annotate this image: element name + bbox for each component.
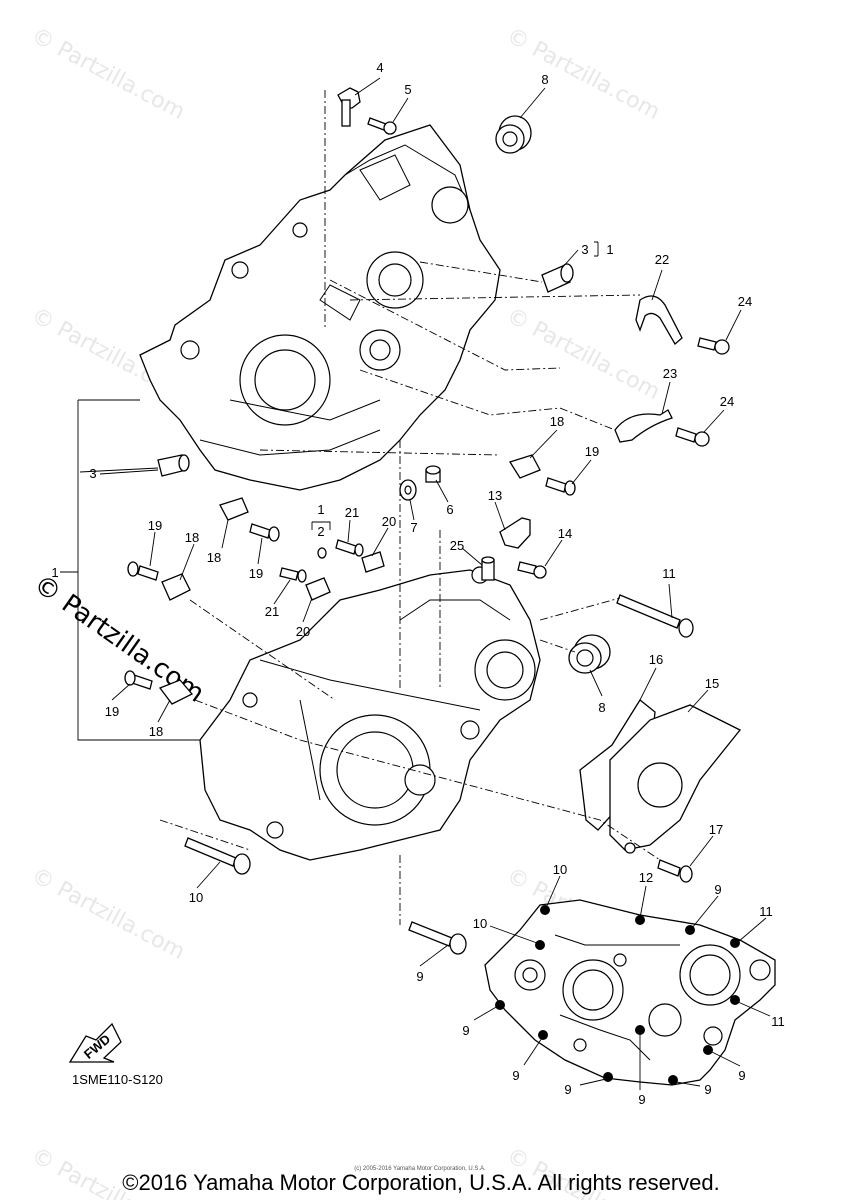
callout-18: 18 (185, 530, 199, 545)
part-18-plate-a (509, 454, 541, 479)
callout-20: 20 (296, 624, 310, 639)
callout-9: 9 (416, 969, 423, 984)
watermark: © Partzilla.com (27, 863, 189, 965)
callout-9: 9 (638, 1092, 645, 1107)
callout-22: 22 (655, 252, 669, 267)
callout-24: 24 (720, 394, 734, 409)
callout-10: 10 (553, 862, 567, 877)
part-17-bolt (657, 859, 693, 883)
callout-12: 12 (639, 870, 653, 885)
part-5-bolt (367, 117, 397, 135)
callout-14: 14 (558, 526, 572, 541)
callout-labels: 4 5 8 3 1 22 24 23 24 18 19 3 1 6 7 13 1… (51, 60, 784, 1107)
callout-6: 6 (446, 502, 453, 517)
callout-2: 2 (317, 524, 324, 539)
part-21-bolt-b (279, 567, 307, 583)
part-19-bolt-d (124, 670, 153, 690)
callout-17: 17 (709, 822, 723, 837)
part-6-plug (425, 465, 441, 483)
part-18-plate-d (158, 679, 194, 705)
part-18-plate-b (219, 497, 249, 521)
part-18-plate-c (161, 573, 191, 601)
small-copyright: (c) 2005-2016 Yamaha Motor Corporation, … (354, 1166, 486, 1172)
part-19-bolt-a (545, 477, 576, 496)
callout-18: 18 (149, 724, 163, 739)
callout-7: 7 (410, 520, 417, 535)
part-11-long-bolt (616, 594, 694, 638)
callout-9: 9 (564, 1082, 571, 1097)
callout-15: 15 (705, 676, 719, 691)
callout-18: 18 (550, 414, 564, 429)
callout-23: 23 (663, 366, 677, 381)
leader-lines (99, 77, 771, 1090)
part-7-gasket (399, 479, 417, 501)
part-15-cover (609, 704, 742, 854)
fwd-arrow: FWD (68, 1022, 122, 1063)
bolt-location-inset (484, 899, 776, 1086)
callout-5: 5 (404, 82, 411, 97)
callout-19: 19 (105, 704, 119, 719)
alignment-lines (159, 90, 661, 925)
part-24-bolt-b (675, 427, 710, 447)
callout-8: 8 (598, 700, 605, 715)
callout-13: 13 (488, 488, 502, 503)
part-4-fitting (337, 87, 361, 127)
part-22-bracket (635, 295, 683, 346)
part-23-bracket (614, 409, 673, 443)
callout-9: 9 (714, 882, 721, 897)
part-20-plate-b (305, 577, 331, 601)
callout-25: 25 (450, 538, 464, 553)
part-24-bolt-a (697, 337, 730, 355)
group-brackets (60, 241, 599, 741)
part-2-pin (317, 547, 327, 559)
part-19-bolt-c (127, 561, 159, 581)
crankcase-left-half (139, 124, 501, 491)
part-19-bolt-b (249, 523, 280, 542)
callout-11: 11 (771, 1014, 785, 1029)
part-9-bolt (408, 921, 467, 955)
callout-24: 24 (738, 294, 752, 309)
callout-16: 16 (649, 652, 663, 667)
part-21-bolt-a (335, 539, 364, 557)
part-14-bolt (517, 561, 547, 579)
part-3-dowel-pin (541, 263, 574, 293)
callout-3: 3 (89, 466, 96, 481)
callout-11: 11 (759, 904, 773, 919)
callout-9: 9 (738, 1068, 745, 1083)
callout-3: 3 (581, 242, 588, 257)
callout-19: 19 (585, 444, 599, 459)
callout-10: 10 (473, 916, 487, 931)
callout-10: 10 (189, 890, 203, 905)
callout-9: 9 (704, 1082, 711, 1097)
callout-18: 18 (207, 550, 221, 565)
callout-20: 20 (382, 514, 396, 529)
part-10-bolt (184, 837, 251, 875)
crankcase-right-half (199, 566, 541, 861)
copyright-notice: ©2016 Yamaha Motor Corporation, U.S.A. A… (122, 1170, 719, 1195)
part-8-oil-seal-b (568, 634, 611, 674)
callout-19: 19 (249, 566, 263, 581)
callout-1: 1 (317, 502, 324, 517)
callout-1: 1 (51, 565, 58, 580)
callout-21: 21 (345, 505, 359, 520)
callout-9: 9 (512, 1068, 519, 1083)
part-3-dowel-pin-b (157, 454, 190, 477)
callout-21: 21 (265, 604, 279, 619)
part-8-oil-seal (495, 115, 532, 154)
part-25-pipe (481, 556, 495, 581)
callout-8: 8 (541, 72, 548, 87)
callout-9: 9 (462, 1023, 469, 1038)
part-20-plate-a (361, 551, 385, 573)
watermark: © Partzilla.com (27, 23, 189, 125)
diagram-code: 1SME110-S120 (72, 1072, 163, 1087)
callout-11: 11 (662, 566, 676, 581)
callout-19: 19 (148, 518, 162, 533)
part-13-clamp (499, 517, 531, 549)
callout-3-subassembly: 1 (606, 242, 613, 257)
callout-4: 4 (376, 60, 383, 75)
